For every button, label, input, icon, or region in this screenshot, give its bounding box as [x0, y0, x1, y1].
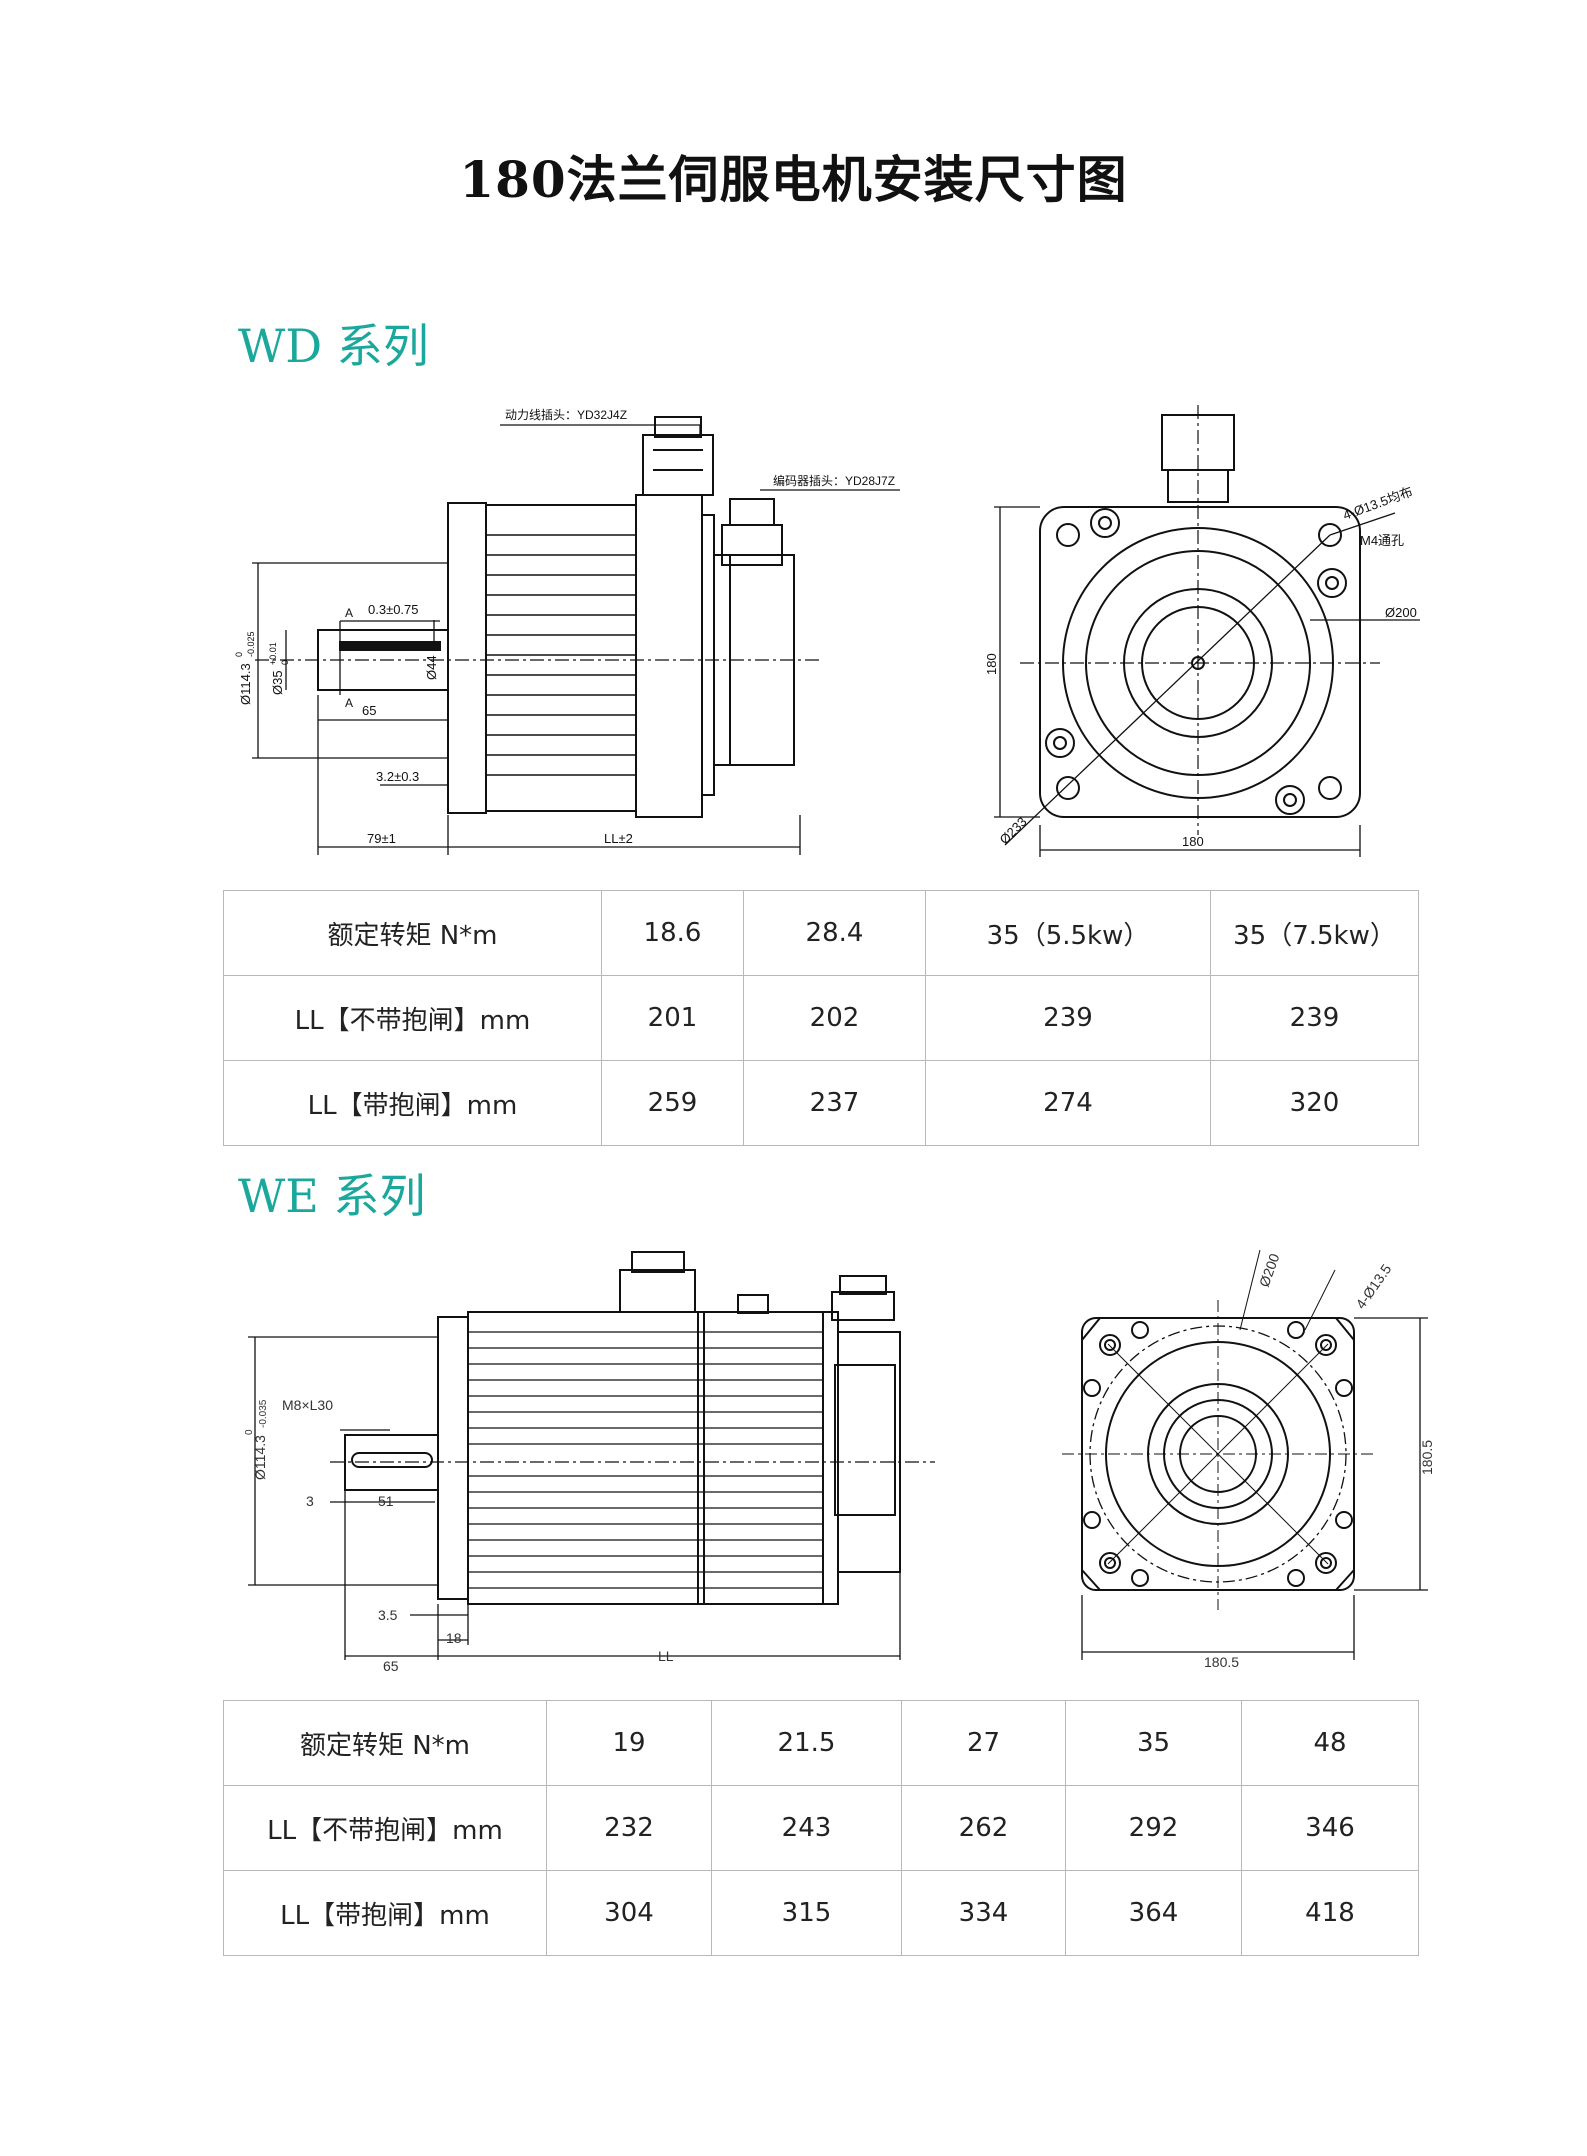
table-cell: LL【不带抱闸】mm — [223, 975, 602, 1061]
table-cell: LL【带抱闸】mm — [223, 1060, 602, 1146]
table-cell: 27 — [901, 1700, 1066, 1786]
svg-text:Ø114.3: Ø114.3 — [238, 663, 253, 705]
table-row: 额定转矩 N*m 19 21.5 27 35 48 — [223, 1700, 1419, 1786]
wd-power-connector — [642, 434, 714, 496]
table-cell: 346 — [1241, 1785, 1419, 1871]
table-cell: 201 — [601, 975, 744, 1061]
svg-text:3.2±0.3: 3.2±0.3 — [376, 769, 419, 784]
table-cell: 35 — [1065, 1700, 1242, 1786]
table-cell: LL【不带抱闸】mm — [223, 1785, 547, 1871]
we-side-fins — [468, 1331, 823, 1589]
we-series-heading: WE 系列 — [238, 1169, 426, 1223]
table-cell: 额定转矩 N*m — [223, 890, 602, 976]
svg-text:Ø200: Ø200 — [1256, 1251, 1283, 1289]
we-signal-connector — [737, 1294, 769, 1314]
svg-text:Ø233: Ø233 — [997, 814, 1030, 847]
table-cell: 237 — [743, 1060, 926, 1146]
svg-text:180: 180 — [1182, 834, 1204, 849]
wd-side-flange — [447, 502, 487, 814]
table-row: LL【不带抱闸】mm 201 202 239 239 — [223, 975, 1419, 1061]
table-cell: 35（7.5kw） — [1210, 890, 1419, 976]
svg-text:0: 0 — [244, 1429, 255, 1435]
table-cell: 239 — [925, 975, 1211, 1061]
table-row: LL【带抱闸】mm 304 315 334 364 418 — [223, 1870, 1419, 1956]
svg-text:18: 18 — [446, 1630, 462, 1646]
svg-text:LL±2: LL±2 — [604, 831, 633, 846]
we-side-flange — [437, 1316, 469, 1600]
svg-text:-0.025: -0.025 — [246, 631, 256, 657]
table-cell: LL【带抱闸】mm — [223, 1870, 547, 1956]
table-cell: 334 — [901, 1870, 1066, 1956]
svg-text:51: 51 — [378, 1493, 394, 1509]
svg-text:180.5: 180.5 — [1204, 1654, 1239, 1670]
we-spec-table: 额定转矩 N*m 19 21.5 27 35 48 LL【不带抱闸】mm 232… — [223, 1700, 1419, 1956]
table-row: LL【带抱闸】mm 259 237 274 320 — [223, 1060, 1419, 1146]
page-title: 180法兰伺服电机安装尺寸图 — [459, 150, 1128, 209]
svg-text:A: A — [345, 606, 353, 620]
svg-text:0: 0 — [280, 660, 290, 665]
svg-text:3.5: 3.5 — [378, 1607, 398, 1623]
table-cell: 35（5.5kw） — [925, 890, 1211, 976]
table-cell: 292 — [1065, 1785, 1242, 1871]
table-cell: 48 — [1241, 1700, 1419, 1786]
wd-front-flange — [1039, 506, 1361, 818]
wd-side-fins — [486, 534, 636, 776]
table-row: LL【不带抱闸】mm 232 243 262 292 346 — [223, 1785, 1419, 1871]
svg-text:0: 0 — [234, 652, 244, 657]
wd-series-heading: WD 系列 — [238, 319, 429, 373]
svg-text:3: 3 — [306, 1493, 314, 1509]
svg-text:+0.01: +0.01 — [268, 642, 278, 665]
table-cell: 239 — [1210, 975, 1419, 1061]
wd-encoder-connector-label: 编码器插头：YD28J7Z — [773, 473, 895, 488]
we-m8-label: M8×L30 — [282, 1397, 333, 1413]
table-cell: 243 — [711, 1785, 902, 1871]
table-cell: 额定转矩 N*m — [223, 1700, 547, 1786]
svg-text:Ø114.3: Ø114.3 — [252, 1435, 268, 1480]
table-cell: 259 — [601, 1060, 744, 1146]
svg-text:0.3±0.75: 0.3±0.75 — [368, 602, 419, 617]
table-cell: 262 — [901, 1785, 1066, 1871]
svg-text:Ø35: Ø35 — [270, 670, 285, 695]
svg-text:180.5: 180.5 — [1419, 1440, 1435, 1475]
wd-drawing: 动力线插头：YD32J4Z 编码器插头：YD28J7Z 0.3±0.75 A A… — [234, 405, 1420, 857]
svg-text:M4通孔: M4通孔 — [1360, 533, 1404, 548]
svg-text:65: 65 — [383, 1658, 399, 1674]
table-row: 额定转矩 N*m 18.6 28.4 35（5.5kw） 35（7.5kw） — [223, 890, 1419, 976]
table-cell: 18.6 — [601, 890, 744, 976]
table-cell: 28.4 — [743, 890, 926, 976]
table-cell: 418 — [1241, 1870, 1419, 1956]
table-cell: 304 — [546, 1870, 712, 1956]
table-cell: 19 — [546, 1700, 712, 1786]
table-cell: 21.5 — [711, 1700, 902, 1786]
svg-text:180: 180 — [984, 653, 999, 675]
table-cell: 320 — [1210, 1060, 1419, 1146]
svg-text:Ø44: Ø44 — [424, 655, 439, 680]
table-cell: 232 — [546, 1785, 712, 1871]
svg-text:65: 65 — [362, 703, 376, 718]
table-cell: 364 — [1065, 1870, 1242, 1956]
svg-text:A: A — [345, 696, 353, 710]
we-drawing: M8×L30 Ø114.3 0 -0.035 3 51 3.5 18 65 LL… — [244, 1249, 1435, 1674]
svg-text:-0.035: -0.035 — [258, 1399, 269, 1428]
wd-spec-table: 额定转矩 N*m 18.6 28.4 35（5.5kw） 35（7.5kw） L… — [223, 890, 1419, 1146]
wd-power-connector-label: 动力线插头：YD32J4Z — [505, 408, 627, 422]
we-front-holes — [1083, 1321, 1353, 1587]
svg-text:4-Ø13.5: 4-Ø13.5 — [1352, 1261, 1394, 1312]
wd-front-holes — [1045, 508, 1347, 815]
svg-text:LL: LL — [658, 1648, 674, 1664]
we-power-connector — [619, 1269, 696, 1313]
svg-text:4-Ø13.5均布: 4-Ø13.5均布 — [1341, 484, 1415, 523]
table-cell: 202 — [743, 975, 926, 1061]
svg-text:Ø200: Ø200 — [1385, 605, 1417, 620]
svg-text:79±1: 79±1 — [367, 831, 396, 846]
table-cell: 315 — [711, 1870, 902, 1956]
table-cell: 274 — [925, 1060, 1211, 1146]
